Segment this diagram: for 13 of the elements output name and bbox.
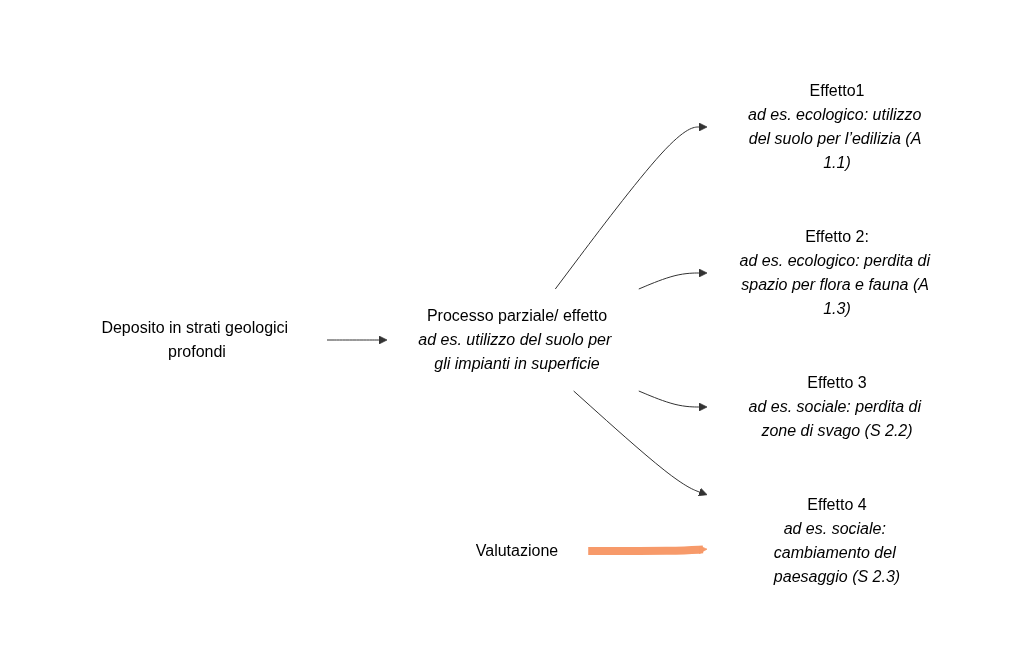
node-text: Processo parziale/ effetto ad es. utilizzo del suolo per gli impianti in superficie [417,307,611,372]
arrow [637,390,707,412]
arrow [554,122,707,290]
arrow [587,545,707,555]
node-text: Effetto 3 ad es. sociale: perdita di zone di svago (S 2.2) [748,374,921,439]
arrow [572,390,707,497]
node-text: Effetto1 ad es. ecologico: utilizzo del suolo per l’edilizia (A 1.1) [747,82,921,171]
arrow [326,335,387,345]
arrow [637,268,707,290]
node-text: Effetto 4 ad es. sociale: cambiamento del paesaggio (S 2.3) [773,496,900,585]
node-text: Deposito in strati geologici profondi [100,319,288,360]
node-text: Valutazione [475,542,558,559]
node-text: Effetto 2: ad es. ecologico: perdita di spazio per flora e fauna (A 1.3) [739,228,930,317]
